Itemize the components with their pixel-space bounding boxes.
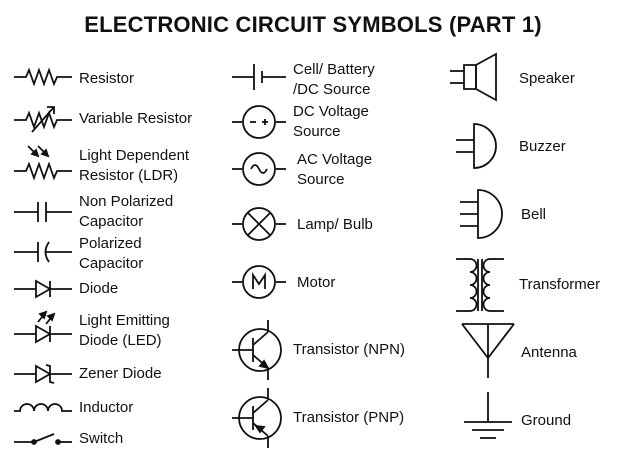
label-line: Capacitor <box>79 213 144 230</box>
label-line: Light Emitting <box>79 312 170 329</box>
motor-label: Motor <box>297 273 335 293</box>
variable-resistor-label: Variable Resistor <box>79 109 192 129</box>
buzzer-label: Buzzer <box>519 137 566 157</box>
transformer-icon <box>456 256 504 312</box>
pnp-transistor-icon <box>232 388 286 448</box>
switch-label: Switch <box>79 429 123 449</box>
transistor-npn-label: Transistor (NPN) <box>293 340 405 360</box>
resistor-label: Resistor <box>79 69 134 89</box>
label-line: Resistor <box>79 70 135 87</box>
non-polarized-capacitor-icon <box>14 200 72 224</box>
zener-diode-label: Zener Diode <box>79 364 162 384</box>
diode-icon <box>14 279 72 299</box>
switch-icon <box>14 430 72 448</box>
label-line: Buzzer <box>519 138 566 155</box>
polarized-capacitor-icon <box>14 240 72 264</box>
label-line: DC Voltage <box>293 103 369 120</box>
ldr-icon <box>14 144 72 184</box>
speaker-label: Speaker <box>519 69 575 89</box>
zener-diode-icon <box>14 364 72 384</box>
polarized-capacitor-label: Polarized Capacitor <box>79 234 143 274</box>
ac-voltage-source-label: AC Voltage Source <box>297 150 372 190</box>
label-line: Antenna <box>521 344 577 361</box>
label-line: Zener Diode <box>79 365 162 382</box>
buzzer-icon <box>456 122 502 170</box>
label-line: Source <box>297 171 345 188</box>
label-line: Bell <box>521 206 547 223</box>
speaker-icon <box>450 52 502 102</box>
antenna-label: Antenna <box>521 343 577 363</box>
transformer-label: Transformer <box>519 275 600 295</box>
ac-voltage-source-icon <box>232 152 286 186</box>
cell-battery-icon <box>232 62 286 92</box>
non-polarized-capacitor-label: Non Polarized Capacitor <box>79 192 173 232</box>
label-line: Light Dependent <box>79 147 190 164</box>
label-line: Transistor (PNP) <box>293 409 405 426</box>
diode-label: Diode <box>79 279 118 299</box>
label-line: Resistor (LDR) <box>79 167 179 184</box>
label-line: Polarized <box>79 235 142 252</box>
label-line: AC Voltage <box>297 151 373 168</box>
lamp-bulb-label: Lamp/ Bulb <box>297 215 373 235</box>
label-line: Transistor (NPN) <box>293 341 405 358</box>
led-icon <box>14 308 72 344</box>
label-line: Variable Resistor <box>79 110 193 127</box>
label-line: /DC Source <box>293 81 371 98</box>
transistor-pnp-label: Transistor (PNP) <box>293 408 404 428</box>
inductor-label: Inductor <box>79 398 133 418</box>
resistor-icon <box>14 66 72 88</box>
label-line: Diode <box>79 280 119 297</box>
label-line: Inductor <box>79 399 134 416</box>
label-line: Diode (LED) <box>79 332 162 349</box>
inductor-icon <box>14 398 72 416</box>
variable-resistor-icon <box>14 104 72 134</box>
motor-icon <box>232 265 286 299</box>
bell-label: Bell <box>521 205 546 225</box>
label-line: Motor <box>297 274 336 291</box>
label-line: Speaker <box>519 70 575 87</box>
ground-label: Ground <box>521 411 571 431</box>
ground-icon <box>462 392 514 442</box>
label-line: Capacitor <box>79 255 144 272</box>
label-line: Source <box>293 123 341 140</box>
led-label: Light Emitting Diode (LED) <box>79 311 170 351</box>
label-line: Transformer <box>519 276 601 293</box>
label-line: Lamp/ Bulb <box>297 216 373 233</box>
label-line: Cell/ Battery <box>293 61 375 78</box>
label-line: Non Polarized <box>79 193 174 210</box>
label-line: Ground <box>521 412 572 429</box>
lamp-icon <box>232 207 286 241</box>
dc-voltage-source-icon <box>232 105 286 139</box>
bell-icon <box>460 188 508 240</box>
cell-battery-label: Cell/ Battery /DC Source <box>293 60 375 100</box>
npn-transistor-icon <box>232 320 286 380</box>
ldr-label: Light Dependent Resistor (LDR) <box>79 146 189 186</box>
dc-voltage-source-label: DC Voltage Source <box>293 102 369 142</box>
page-title: ELECTRONIC CIRCUIT SYMBOLS (PART 1) <box>84 12 542 37</box>
label-line: Switch <box>79 430 124 447</box>
antenna-icon <box>462 322 514 378</box>
